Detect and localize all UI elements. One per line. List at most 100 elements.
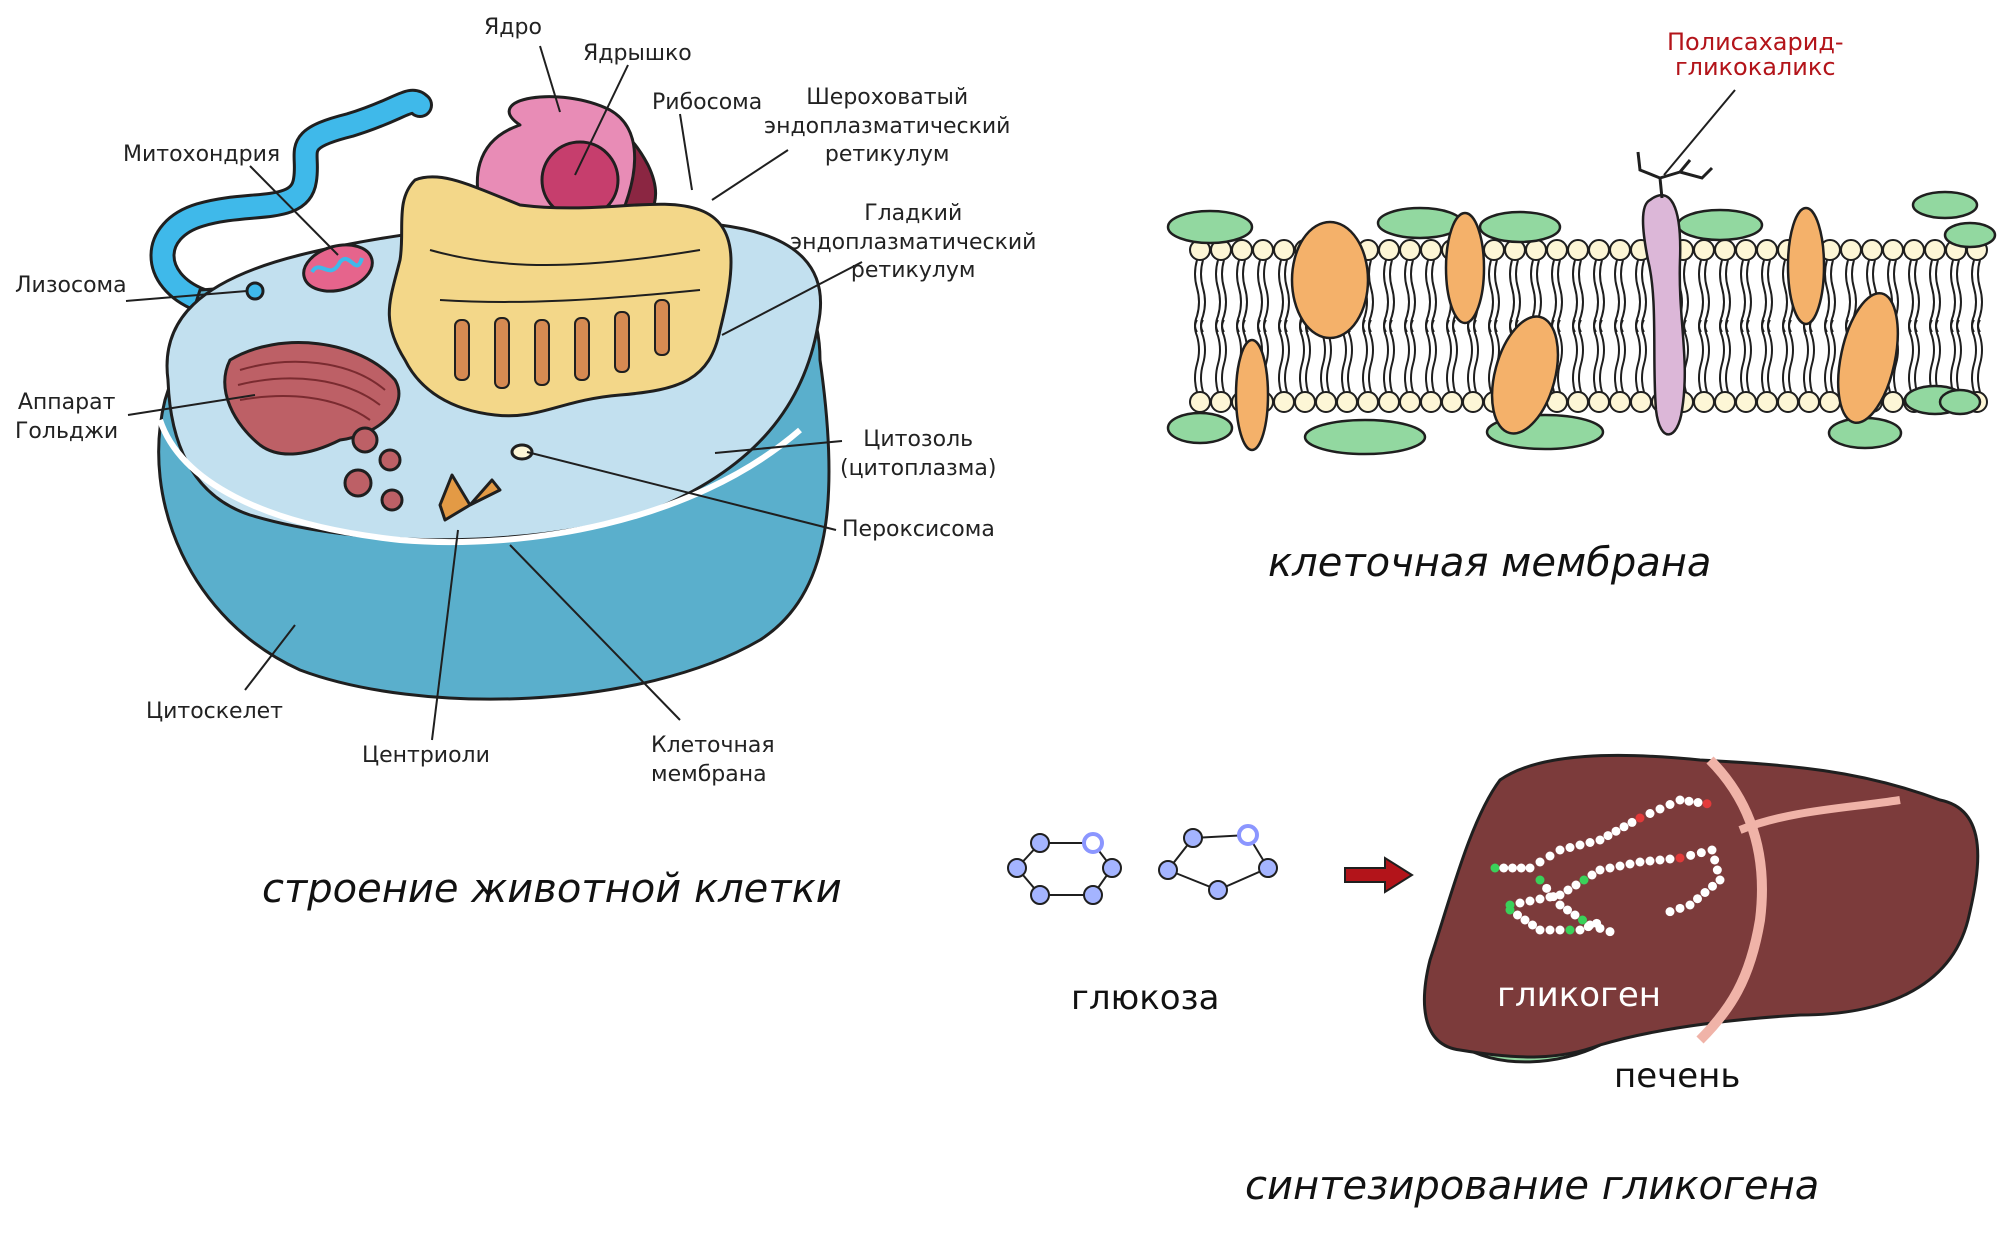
glycogen-bead [1565,925,1575,935]
lipid-tail [1467,319,1473,393]
glycogen-bead [1635,813,1645,823]
lipid-tail [1194,319,1200,393]
lipid-head [1630,391,1652,413]
lipid-tail [1929,319,1935,393]
lipid-tail [1488,319,1494,393]
glycogen-bead [1686,850,1696,860]
glycogen-bead [1555,925,1565,935]
lipid-tail [1830,319,1836,393]
glycogen-bead [1627,817,1637,827]
glycogen-bead [1545,925,1555,935]
lipid-head [1483,239,1505,261]
lipid-tail [1971,319,1977,393]
glycogen-bead [1645,809,1655,818]
liver [1422,753,1980,1064]
lipid-tail [1935,319,1941,393]
caption-glycogen-synthesis: синтезирование гликогена [1245,1163,1820,1209]
glycogen-bead [1700,888,1710,897]
lipid-tail [1215,319,1221,393]
lipid-tail [1719,319,1725,393]
lipid-head [1924,239,1946,261]
integral-proteins [1234,206,1900,452]
lipid-tail [1803,319,1809,393]
lipid-tail [1221,319,1227,393]
lipid-head [1441,391,1463,413]
lipid-head [1735,391,1757,413]
lipid-head [1525,239,1547,261]
glycogen-bead [1555,900,1565,910]
glycogen-bead [1525,863,1535,873]
glycogen-bead [1579,875,1589,885]
lipid-tail [1620,319,1626,393]
glycogen-bead [1707,845,1717,855]
glycogen-bead [1665,800,1675,809]
lipid-tail [1698,319,1704,393]
er-cisternae [429,249,701,389]
lipid-head [1252,239,1274,261]
label-cytoskeleton: Цитоскелет [146,699,283,724]
lipid-head [1567,239,1589,261]
glycogen-bead [1702,799,1712,809]
lipid-head [1462,391,1484,413]
label-rough-er: Шероховатый эндоплазматический ретикулум [764,85,1011,168]
lipid-head [1798,391,1820,413]
glycogen-bead [1575,925,1585,935]
glycogen-bead [1675,853,1685,863]
label-ribosome: Рибосома [652,90,763,115]
lipid-head [1273,391,1295,413]
lipid-head [1294,391,1316,413]
lipid-tail [1431,319,1437,393]
lipid-head [1777,391,1799,413]
glycogen-bead [1570,910,1580,920]
lipid-tail [1914,319,1920,393]
glycogen-bead [1565,843,1575,852]
lipid-tail [1746,319,1752,393]
glycogen-bead [1595,865,1605,875]
glycogen-bead [1595,923,1605,933]
glycogen-bead [1516,863,1526,873]
label-nucleus: Ядро [484,15,542,40]
lipid-head [1189,391,1211,413]
lipid-head [1609,391,1631,413]
label-smooth-er: Гладкий эндоплазматический ретикулум [790,201,1037,284]
label-golgi: Аппарат Гольджи [15,390,119,444]
label-centrioles: Центриоли [362,743,490,768]
lipid-tail [1200,319,1206,393]
label-lysosome: Лизосома [15,273,127,298]
lipid-head [1756,239,1778,261]
endoplasmic-reticulum [387,175,733,418]
lipid-tail [1425,319,1431,393]
glycogen-bead [1595,835,1605,845]
glycogen-bead [1578,915,1587,925]
glycogen-bead [1675,903,1685,913]
lipid-tail [1578,319,1584,393]
lipid-tail [1788,319,1794,393]
synthesis-arrow [1344,856,1414,894]
lipid-tail [1305,319,1311,393]
lipid-head [1819,391,1841,413]
glycogen-bead [1696,848,1706,858]
lipid-tail [1452,319,1458,393]
glycogen-bead [1535,857,1545,867]
glycogen-bead [1693,798,1703,807]
glycogen-bead [1563,905,1572,915]
lipid-tail [1950,319,1956,393]
lipid-head [1714,239,1736,261]
caption-cell-membrane: клеточная мембрана [1268,540,1712,586]
lipid-head [1693,239,1715,261]
lipid-tail [1908,319,1914,393]
lipid-tail [1704,319,1710,393]
lipid-head [1315,391,1337,413]
label-glycocalyx: Полисахарид- гликокаликс [1667,28,1844,82]
cell-membrane-diagram [1166,89,1997,456]
lipid-head [1420,391,1442,413]
glycogen-bead [1542,883,1552,893]
lipid-tail [1299,319,1305,393]
label-cell-membrane: Клеточная мембрана [651,733,775,787]
glycogen-bead [1528,920,1537,930]
lipid-tail [1278,319,1284,393]
glycogen-bead [1708,881,1717,891]
glycogen-bead [1619,822,1629,832]
lipid-tail [1599,319,1605,393]
